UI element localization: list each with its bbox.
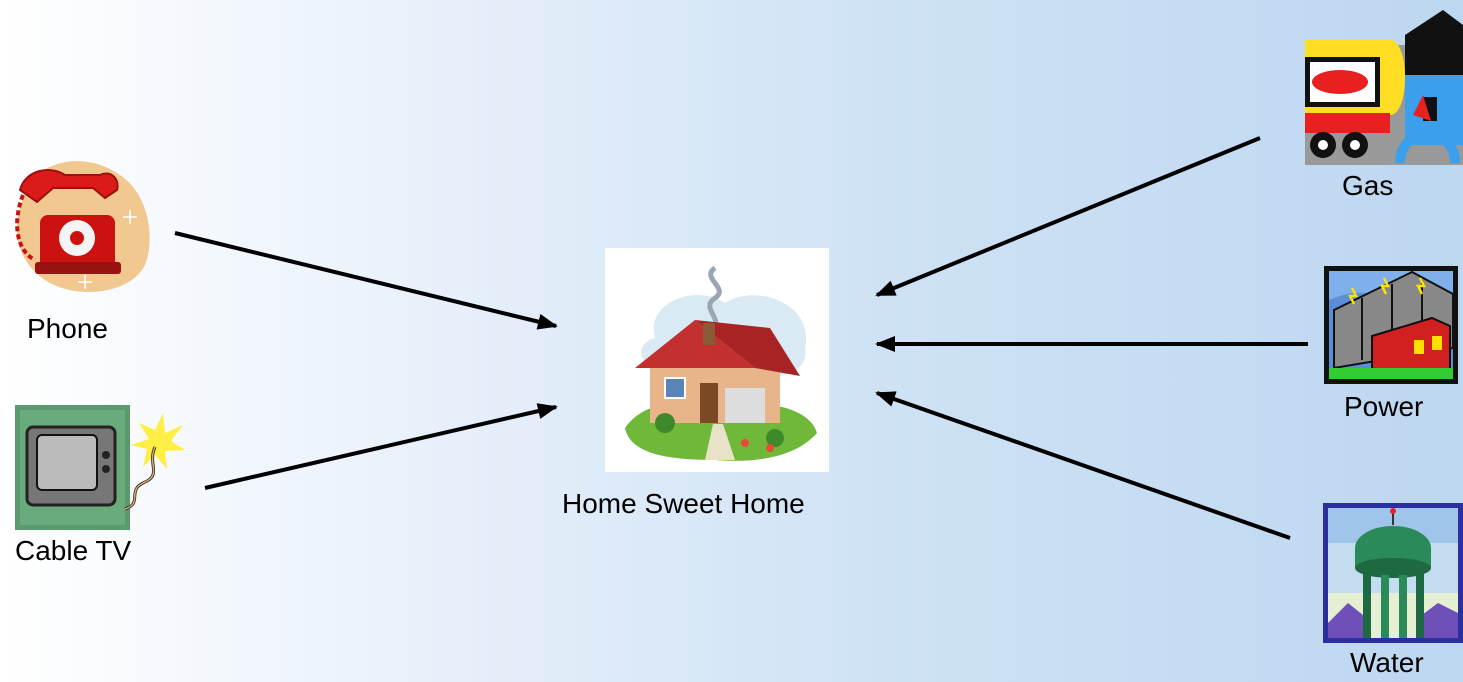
power-node: Power: [1322, 260, 1463, 430]
house-icon: [605, 248, 829, 472]
arrow-water-to-home: [877, 393, 1290, 538]
gas-truck-icon: [1305, 5, 1463, 165]
cable-tv-node: Cable TV: [15, 405, 195, 575]
gas-node: Gas: [1305, 5, 1463, 215]
television-icon: [15, 405, 185, 535]
home-label: Home Sweet Home: [562, 488, 805, 520]
telephone-icon: [5, 150, 160, 300]
arrow-cable-to-home: [205, 407, 556, 488]
water-node: Water: [1323, 503, 1463, 682]
home-node: Home Sweet Home: [560, 248, 890, 528]
water-label: Water: [1350, 647, 1424, 679]
cable-tv-label: Cable TV: [15, 535, 131, 567]
water-tower-icon: [1323, 503, 1463, 643]
gas-label: Gas: [1342, 170, 1393, 202]
arrow-phone-to-home: [175, 233, 556, 326]
power-plant-icon: [1322, 260, 1463, 385]
phone-node: Phone: [5, 150, 165, 350]
phone-label: Phone: [27, 313, 108, 345]
arrow-gas-to-home: [877, 138, 1260, 295]
power-label: Power: [1344, 391, 1423, 423]
